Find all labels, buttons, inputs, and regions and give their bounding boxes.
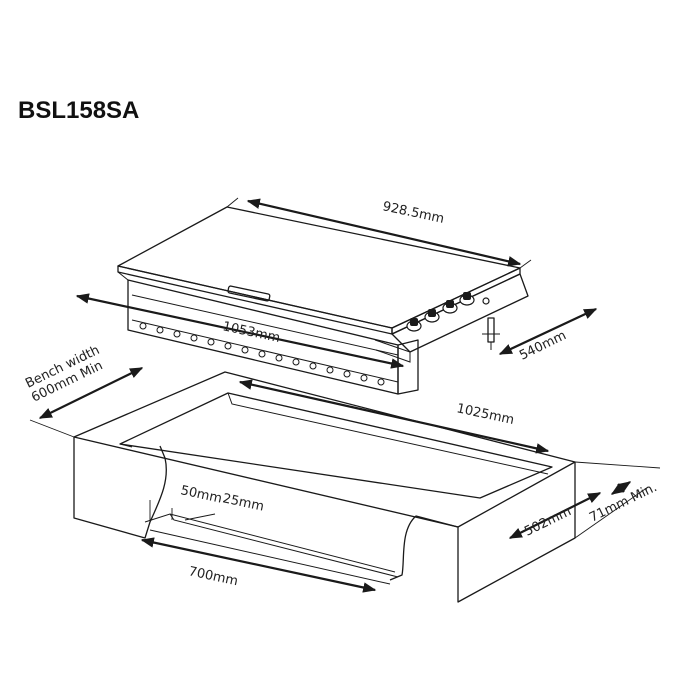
dim-rail-length-label: 700mm [187, 564, 239, 589]
dim-front-offset-label: 50mm [179, 483, 223, 506]
bbq-appliance [117, 206, 529, 395]
dim-overall-width-label: 1053mm [221, 319, 281, 346]
dim-cutout-depth-label: 502mm [522, 504, 574, 539]
model-title: BSL158SA [18, 97, 139, 124]
control-knobs [406, 292, 490, 332]
dim-top-width-label: 928.5mm [381, 199, 445, 227]
dimension-lines [29, 197, 661, 593]
bench-cutout [73, 371, 576, 603]
dim-cutout-length-label: 1025mm [455, 401, 515, 428]
dim-rail-offset-label: 25mm [221, 491, 265, 514]
